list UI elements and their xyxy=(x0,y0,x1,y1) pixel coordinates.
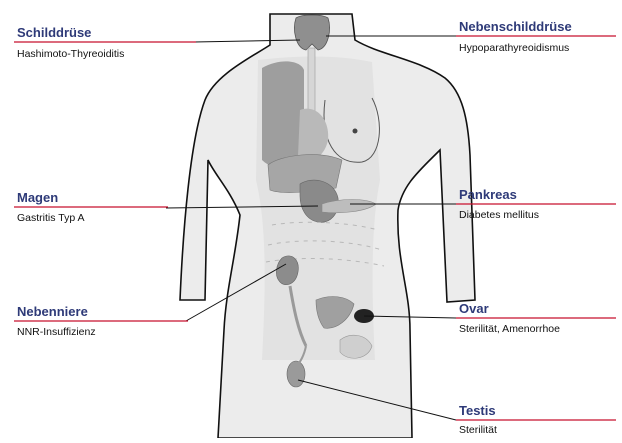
label-nebenniere: Nebenniere xyxy=(17,304,88,319)
condition-magen: Gastritis Typ A xyxy=(17,212,85,224)
condition-pankreas: Diabetes mellitus xyxy=(459,209,539,221)
label-schilddruese: Schilddrüse xyxy=(17,25,91,40)
label-pankreas: Pankreas xyxy=(459,187,517,202)
nipple xyxy=(353,129,358,134)
label-testis: Testis xyxy=(459,403,496,418)
testis-organ xyxy=(287,361,305,387)
condition-nebenniere: NNR-Insuffizienz xyxy=(17,326,96,338)
lung-organ xyxy=(262,61,304,170)
label-magen: Magen xyxy=(17,190,58,205)
label-ovar: Ovar xyxy=(459,301,489,316)
condition-nebenschilddruese: Hypoparathyreoidismus xyxy=(459,42,569,54)
label-nebenschilddruese: Nebenschilddrüse xyxy=(459,19,572,34)
condition-testis: Sterilität xyxy=(459,424,497,436)
condition-schilddruese: Hashimoto-Thyreoiditis xyxy=(17,48,124,60)
condition-ovar: Sterilität, Amenorrhoe xyxy=(459,323,560,335)
